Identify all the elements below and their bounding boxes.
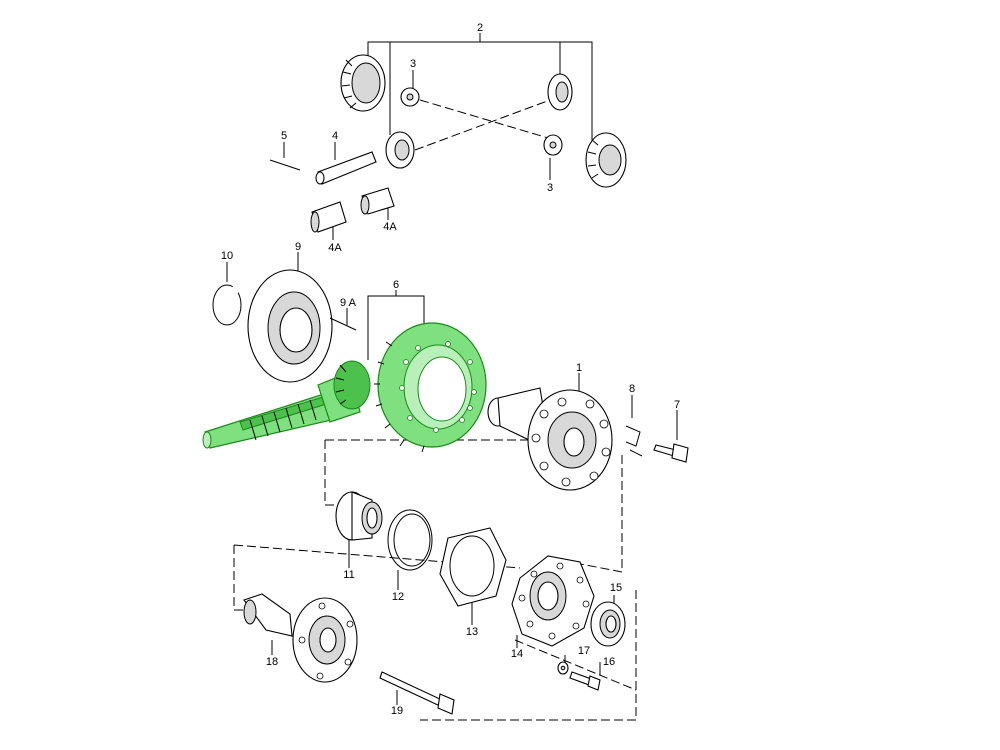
- shaft-4: [315, 151, 377, 185]
- bushing-4a-right: [360, 187, 395, 215]
- bevel-gear-large-right: [585, 132, 627, 188]
- thrust-washer-right: [543, 134, 563, 156]
- bushing-4a-left: [310, 201, 347, 233]
- label-7: 7: [674, 399, 680, 411]
- label-5: 5: [281, 130, 287, 142]
- label-1: 1: [576, 362, 582, 374]
- bolt-16: [569, 671, 601, 691]
- bolt-7: [653, 443, 689, 463]
- seal-9: [247, 269, 333, 383]
- lock-plate-8: [625, 425, 643, 457]
- label-8: 8: [629, 383, 635, 395]
- thrust-washer-top: [400, 87, 420, 107]
- bevel-gear-small-top-right: [547, 73, 573, 111]
- label-16: 16: [603, 656, 615, 668]
- label-4a-right: 4A: [383, 221, 397, 233]
- label-6: 6: [393, 279, 399, 291]
- pinion-shaft-6: [202, 360, 371, 449]
- label-3-bottom: 3: [547, 182, 553, 194]
- differential-housing-1: [487, 387, 613, 491]
- label-2: 2: [477, 22, 483, 34]
- label-4: 4: [332, 130, 338, 142]
- label-4a-left: 4A: [328, 242, 342, 254]
- gasket-13: [439, 527, 507, 607]
- label-19: 19: [391, 705, 403, 717]
- label-11: 11: [343, 569, 354, 581]
- cover-flange-14: [511, 555, 595, 647]
- output-flange-18: [243, 593, 358, 683]
- pin-5: [269, 159, 301, 171]
- pin-9a: [329, 317, 357, 331]
- label-3-top: 3: [410, 58, 416, 70]
- washer-17: [557, 661, 569, 675]
- label-12: 12: [392, 591, 404, 603]
- o-ring-12: [387, 509, 433, 571]
- part-labels: 2 3 3 5 4 4A 4A 10 9 9 A 6 1 8 7 11 12 1…: [221, 22, 680, 717]
- bearing-11: [335, 491, 383, 541]
- label-15: 15: [610, 582, 622, 594]
- label-10: 10: [221, 250, 233, 262]
- bevel-gear-small-center-left: [385, 131, 415, 169]
- label-9a: 9 A: [340, 297, 357, 309]
- label-18: 18: [266, 656, 278, 668]
- seal-15: [590, 601, 626, 647]
- label-17: 17: [578, 645, 590, 657]
- label-13: 13: [466, 626, 478, 638]
- circlip-10: [212, 284, 242, 326]
- label-9: 9: [295, 241, 301, 253]
- long-bolt-19: [379, 671, 455, 715]
- ring-gear-6: [374, 322, 487, 453]
- label-14: 14: [511, 648, 523, 660]
- bevel-gear-large-left: [340, 54, 386, 112]
